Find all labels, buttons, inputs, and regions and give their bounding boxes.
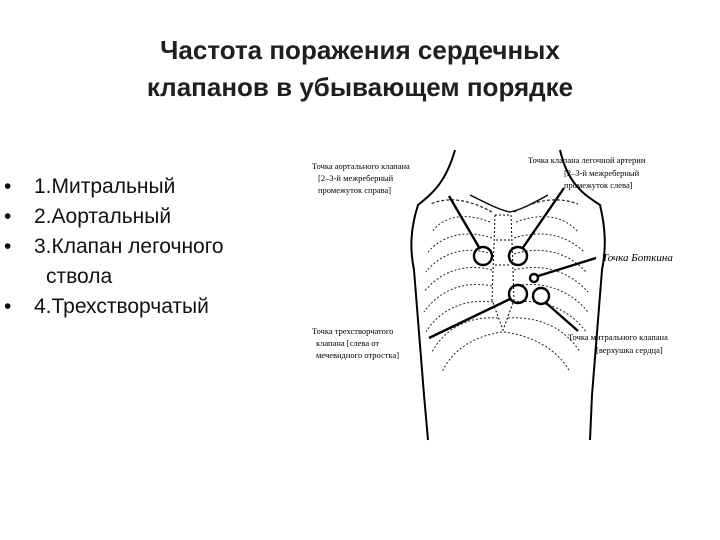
title-line-1: Частота поражения сердечных <box>160 35 560 65</box>
label-pulmonary-line-2: [2–3-й межреберный <box>564 168 640 178</box>
label-aortic-line-1: Точка аортального клапана <box>312 161 410 171</box>
list-item-text: 3.Клапан легочного <box>34 235 224 258</box>
valve-points <box>472 245 551 306</box>
label-tricuspid-line-3: мечевидного отростка] <box>316 350 399 360</box>
list-item-text: 1.Митральный <box>34 175 176 198</box>
sternum <box>491 214 515 332</box>
label-mitral: Точка митрального клапана [верхушка серд… <box>568 332 668 355</box>
label-pulmonary-line-3: промежуток слева] <box>564 180 633 190</box>
label-aortic-line-3: промежуток справа] <box>318 185 391 195</box>
pulmonary-point-marker <box>507 245 529 267</box>
list-item: • 1.Митральный <box>4 172 304 202</box>
label-mitral-line-2: [верхушка сердца] <box>596 345 663 355</box>
bullet-marker: • <box>4 205 12 228</box>
label-tricuspid-line-2: клапана [слева от <box>316 338 379 348</box>
label-aortic: Точка аортального клапана [2–3-й межребе… <box>312 161 410 195</box>
tricuspid-point-marker <box>507 283 529 305</box>
pointer-lines <box>428 187 597 340</box>
label-tricuspid-line-1: Точка трехстворчатого <box>312 326 393 336</box>
label-pulmonary-line-1: Точка клапана легочной артерии <box>528 155 646 165</box>
list-item: • 3.Клапан легочного <box>4 232 304 262</box>
title-line-2: клапанов в убывающем порядке <box>146 72 574 102</box>
slide-title: Частота поражения сердечных клапанов в у… <box>60 32 660 106</box>
list-item-text: 4.Трехстворчатый <box>34 295 209 318</box>
clavicles <box>429 199 579 213</box>
label-aortic-line-2: [2–3-й межреберный <box>318 173 394 183</box>
label-tricuspid: Точка трехстворчатого клапана [слева от … <box>312 326 399 360</box>
list-item: • 4.Трехстворчатый <box>4 292 304 322</box>
botkin-point-marker <box>528 272 540 284</box>
bullet-marker: • <box>4 295 12 318</box>
rib-cage <box>423 216 589 373</box>
torso-outline <box>410 149 606 441</box>
list-item-text: 2.Аортальный <box>34 205 172 228</box>
bullet-marker: • <box>4 175 12 198</box>
list-item: • 2.Аортальный <box>4 202 304 232</box>
list-item-continuation: ствола <box>46 265 113 288</box>
label-pulmonary: Точка клапана легочной артерии [2–3-й ме… <box>528 155 646 190</box>
label-mitral-line-1: Точка митрального клапана <box>568 332 668 342</box>
valve-frequency-list: • 1.Митральный • 2.Аортальный • 3.Клапан… <box>4 172 304 322</box>
aortic-point-marker <box>472 245 494 267</box>
bullet-marker: • <box>4 235 12 258</box>
label-botkin: Точка Боткина <box>602 252 673 264</box>
label-botkin-line-1: Точка Боткина <box>602 252 673 264</box>
mitral-point-marker <box>531 286 551 306</box>
